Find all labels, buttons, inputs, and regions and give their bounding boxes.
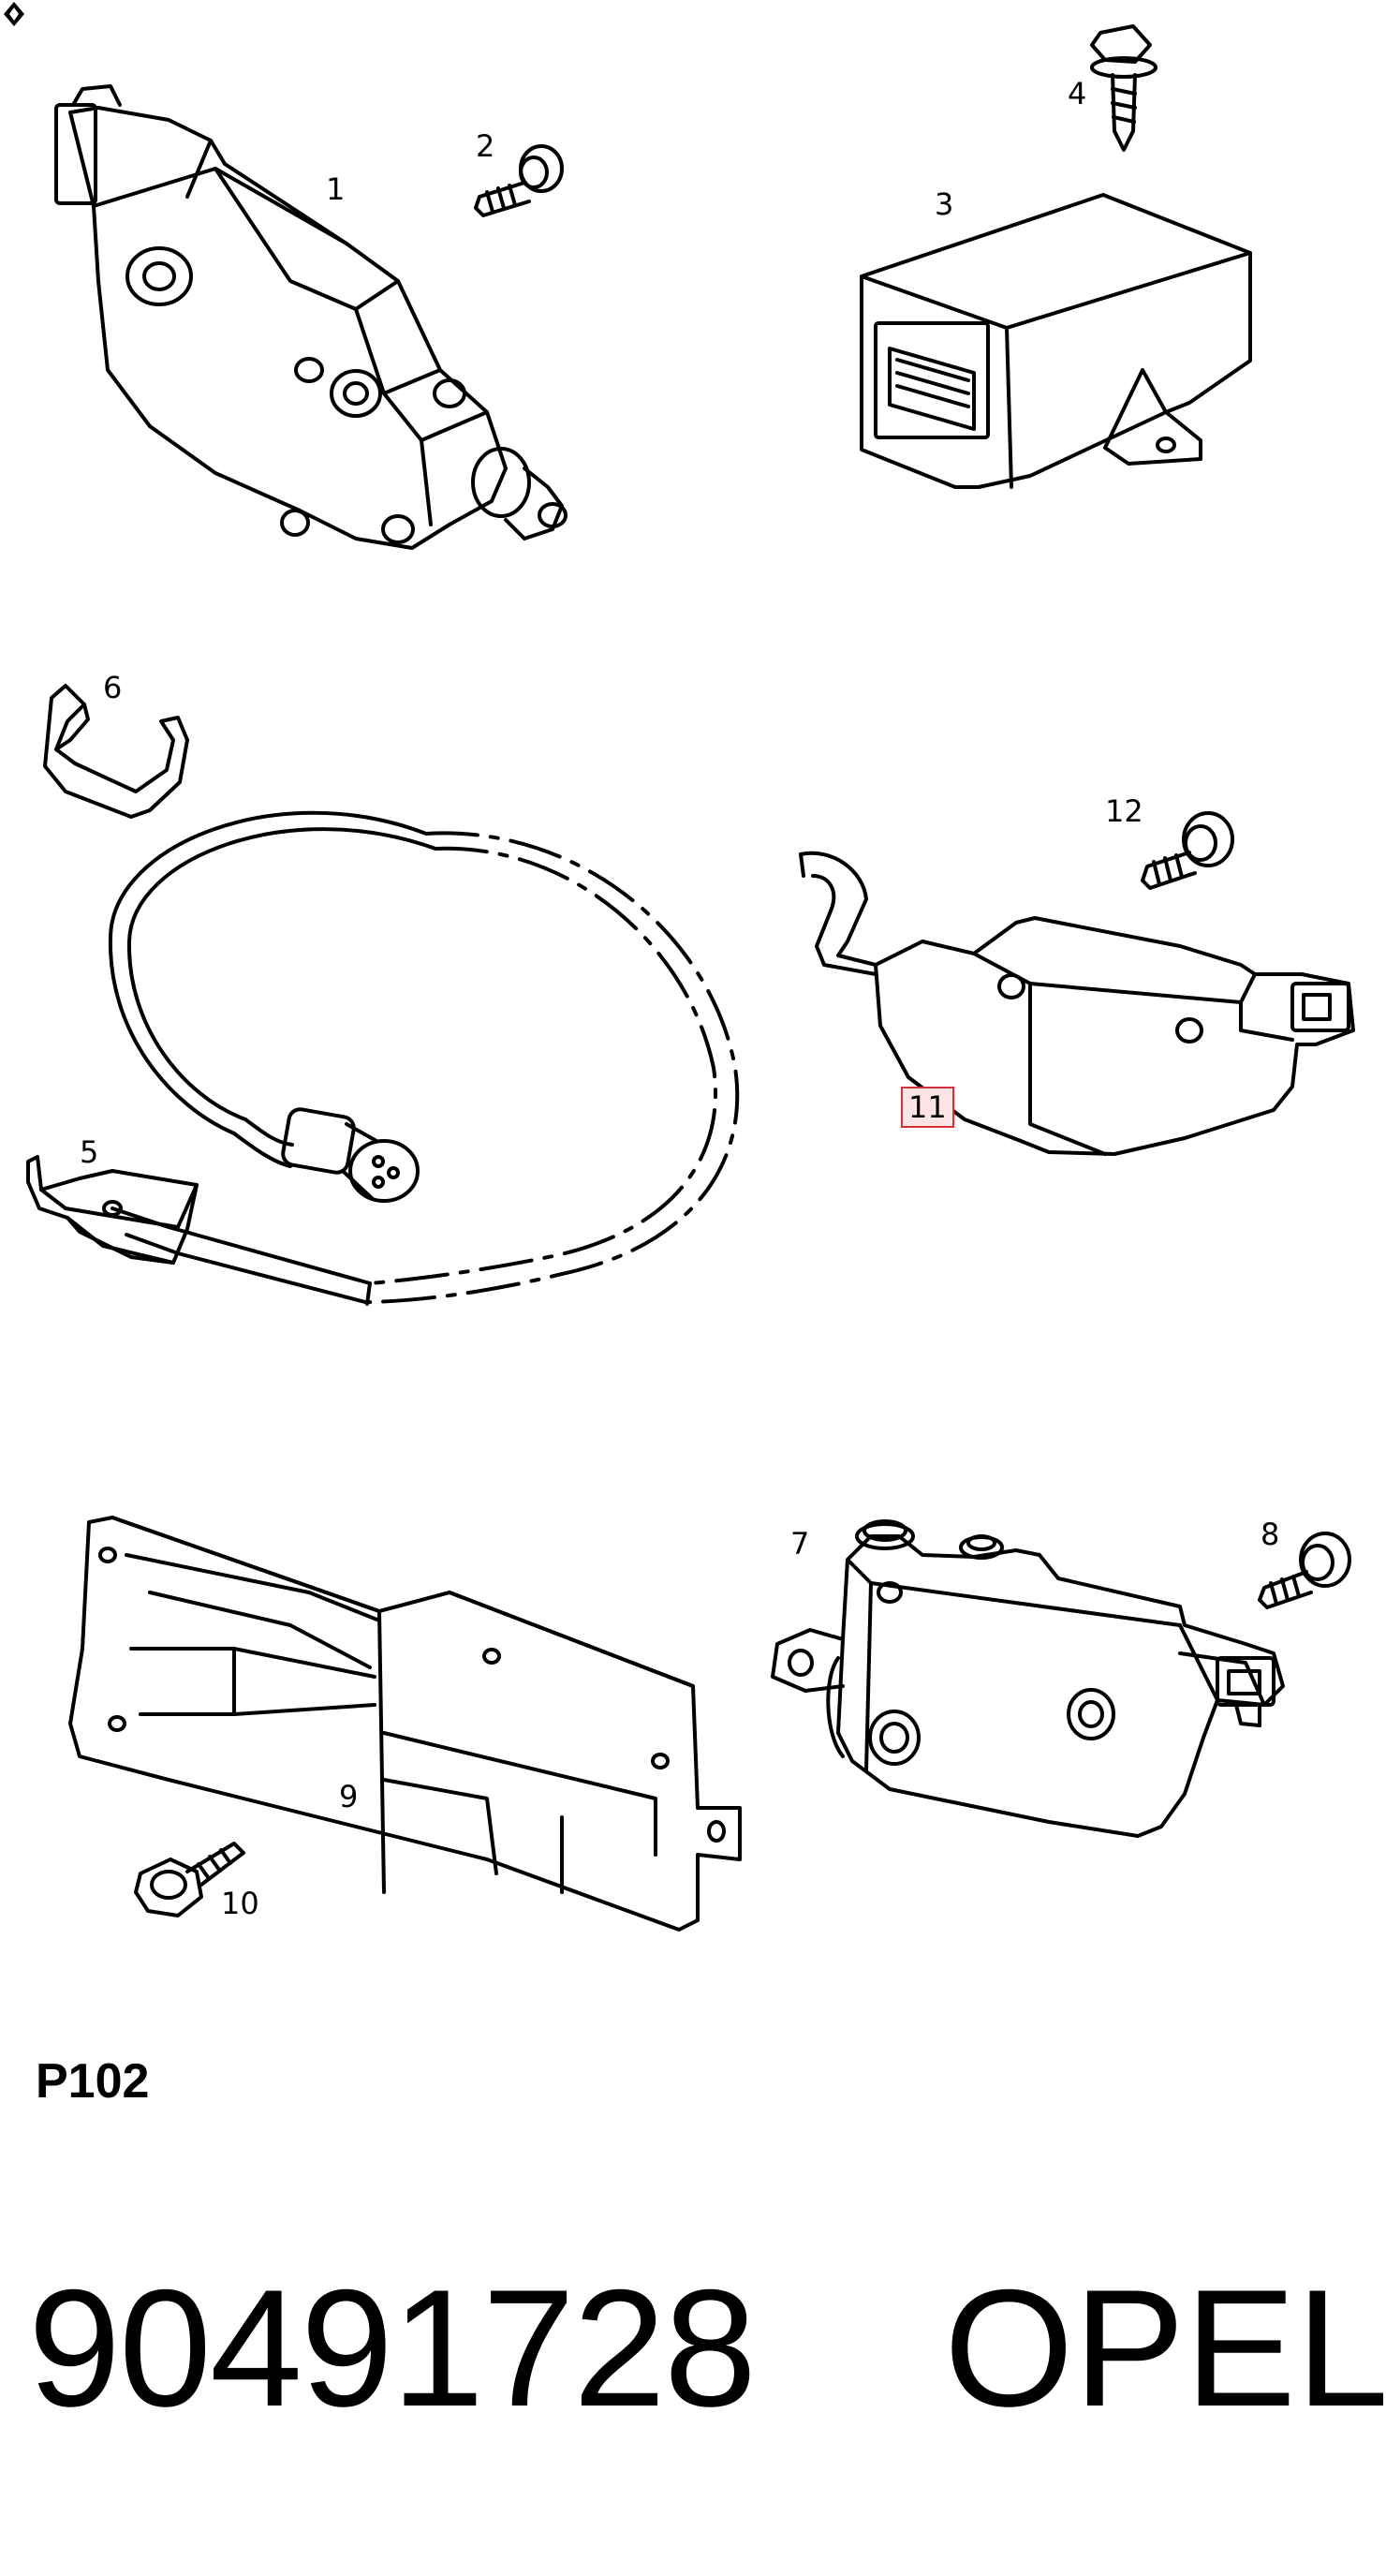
brand-name: OPEL [944,2255,1386,2441]
part-number: 90491728 [28,2255,757,2441]
part-11-actuator [799,851,1355,1156]
section-code: P102 [36,2054,150,2109]
callout-9: 9 [339,1779,359,1814]
part-2-screw [474,144,564,217]
part-1-lock-actuator [54,84,568,550]
callout-1: 1 [326,171,346,207]
part-6-clip [43,684,189,819]
callout-12: 12 [1105,793,1143,829]
callout-4: 4 [1068,76,1087,111]
diamond-marker-icon [4,2,24,26]
part-8-screw [1258,1532,1351,1609]
part-5-wiring-harness [26,810,740,1306]
callout-7: 7 [790,1526,810,1562]
callout-6: 6 [103,670,123,705]
part-12-screw [1141,811,1234,890]
part-7-actuator [771,1519,1285,1838]
callout-3: 3 [935,186,954,222]
callout-8: 8 [1261,1517,1280,1552]
callout-10: 10 [221,1886,259,1921]
part-9-bracket [68,1516,742,1932]
part-3-control-module [860,193,1252,489]
callout-11-highlighted: 11 [901,1087,954,1128]
part-10-bolt [134,1842,245,1917]
callout-5: 5 [80,1134,99,1170]
part-4-screw [1090,24,1157,152]
callout-2: 2 [476,128,495,164]
